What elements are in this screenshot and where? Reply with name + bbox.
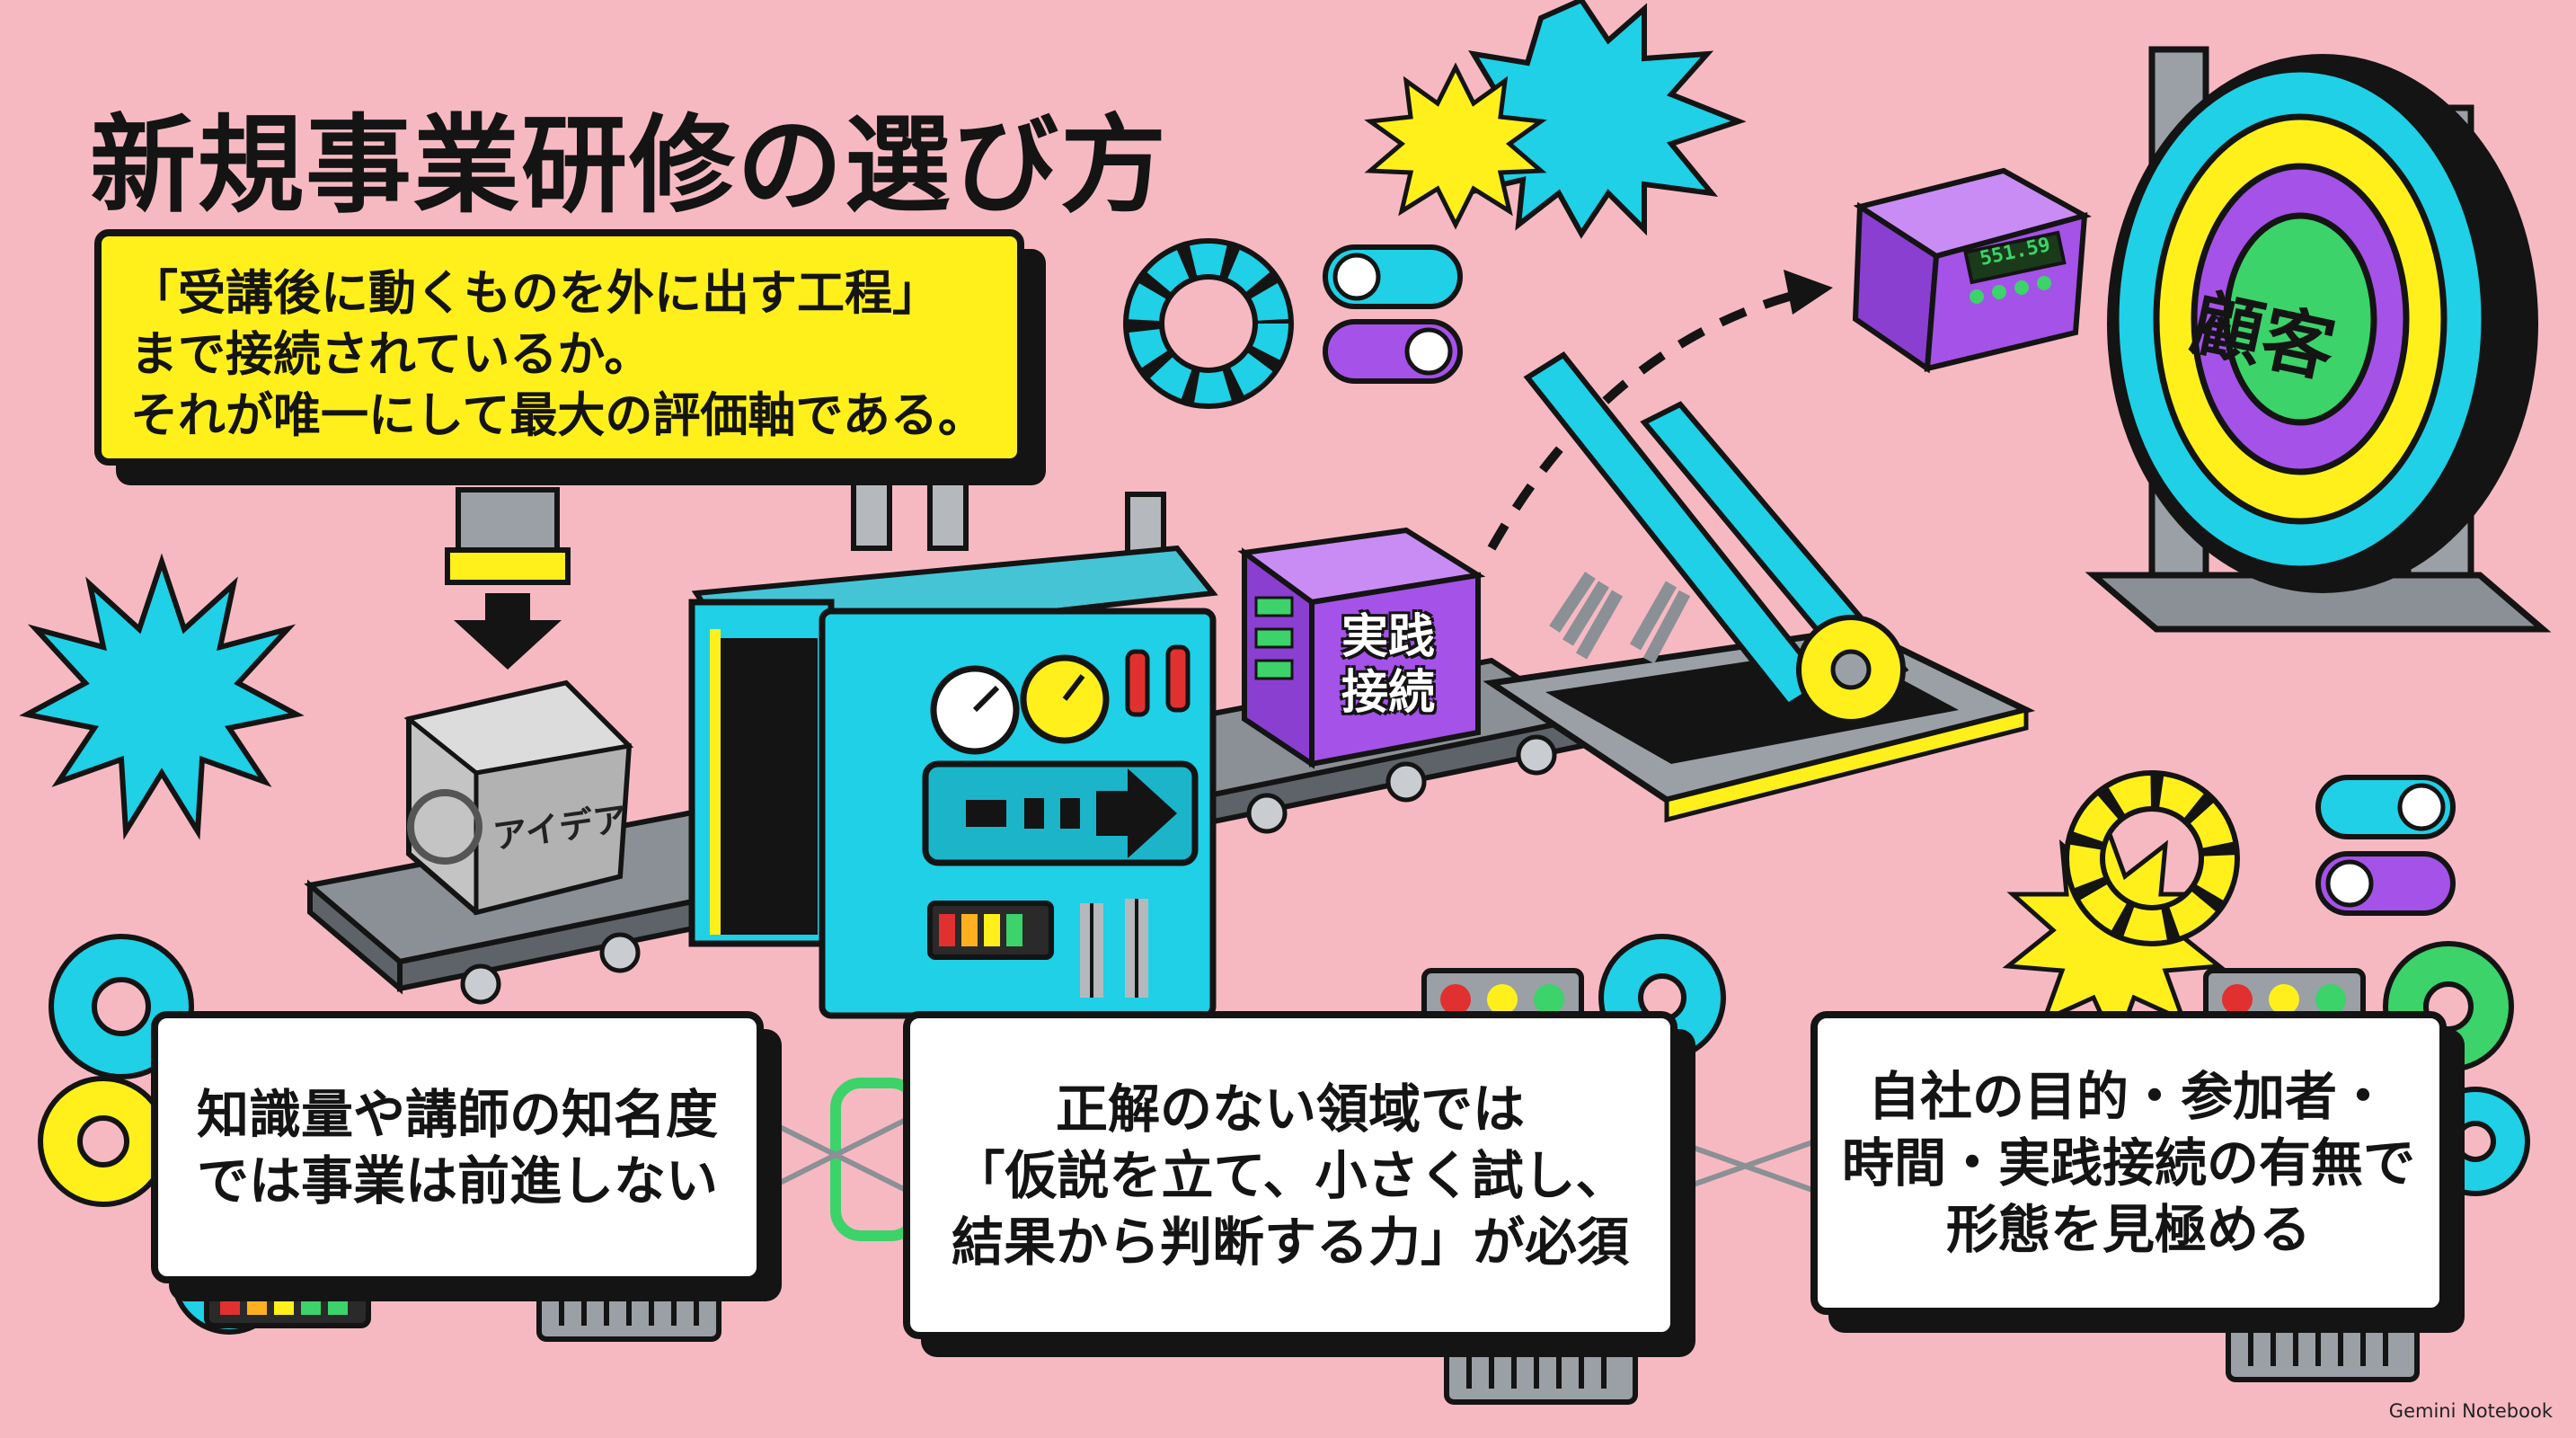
customer-target [2085,46,2552,633]
card-line: 正解のない領域では [1055,1078,1525,1140]
card-line: 「仮説を立て、小さく試し、 [952,1144,1628,1206]
gear-icon [407,789,482,865]
card-line: では事業は前進しない [196,1150,718,1212]
toggle-icon [2315,851,2456,916]
donut-ring-icon [1123,238,1294,409]
card-line: 知識量や講師の知名度 [196,1083,718,1145]
toggle-icon [1323,244,1463,309]
card-line: 自社の目的・参加者・ [1867,1066,2389,1127]
arrow-down-icon [454,593,562,670]
watermark: Gemini Notebook [2388,1400,2553,1422]
practice-label: 実践 接続 [1341,609,1435,721]
starburst-cyan-left [19,553,305,840]
gear-icon [49,934,194,1079]
toggle-icon [1323,319,1463,384]
card-line: 時間・実践接続の有無で [1841,1132,2415,1194]
catapult [1483,351,2036,823]
practice-cube [1237,527,1486,769]
arrow-head-icon [1784,270,1833,315]
flight-arrow [1487,288,1808,551]
callout-line: それが唯一にして最大の評価軸である。 [130,388,986,443]
card-line: 結果から判断する力」が必須 [951,1211,1629,1273]
callout-line: 「受講後に動くものを外に出す工程」 [130,266,940,321]
donut-ring-icon [2064,770,2240,946]
callout-line: まで接続されているか。 [130,327,652,382]
practice-label-line: 接続 [1341,666,1436,720]
info-card-format: 自社の目的・参加者・ 時間・実践接続の有無で 形態を見極める [1810,1011,2447,1315]
key-message-callout: 「受講後に動くものを外に出す工程」 まで接続されているか。 それが唯一にして最大… [94,229,1024,466]
starburst-yellow-top [1364,62,1547,230]
card-line: 形態を見極める [1945,1199,2311,1260]
practice-label-line: 実践 [1341,610,1436,664]
level-meter [204,1269,371,1328]
press-stamp [445,487,571,670]
idea-block [403,679,634,916]
device-cube [1852,167,2092,374]
info-card-hypothesis: 正解のない領域では 「仮説を立て、小さく試し、 結果から判断する力」が必須 [903,1011,1677,1339]
info-card-knowledge: 知識量や講師の知名度 では事業は前進しない [151,1011,764,1283]
arrow-right-icon [1096,768,1177,858]
toggle-icon [2315,775,2456,839]
processing-machine [688,465,1218,1019]
gear-icon [38,1076,169,1207]
page-title: 新規事業研修の選び方 [90,103,1169,227]
